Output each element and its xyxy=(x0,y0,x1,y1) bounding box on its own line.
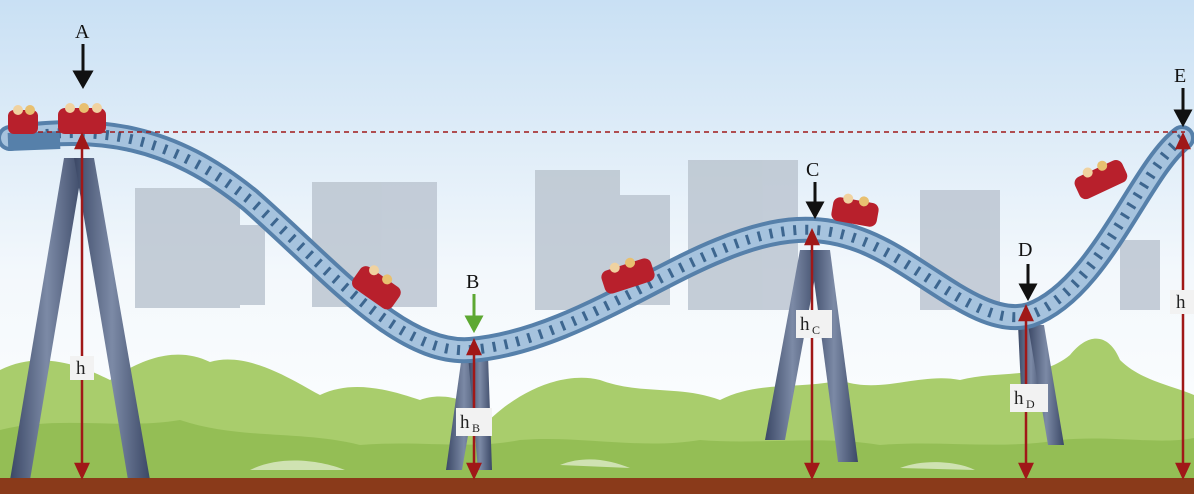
point-label-d: D xyxy=(1018,239,1032,261)
svg-text:h: h xyxy=(1176,292,1186,313)
svg-text:h: h xyxy=(800,314,810,335)
svg-text:B: B xyxy=(472,421,480,435)
svg-text:h: h xyxy=(1014,388,1024,409)
car-a xyxy=(58,103,106,134)
height-label-hd: h D xyxy=(1010,384,1048,412)
svg-text:C: C xyxy=(812,323,820,337)
svg-text:h: h xyxy=(76,358,86,379)
point-label-b: B xyxy=(466,271,479,293)
svg-text:D: D xyxy=(1026,397,1035,411)
height-label-h-left: h xyxy=(70,356,94,380)
height-label-hb: h B xyxy=(456,408,492,436)
point-label-a: A xyxy=(75,21,90,43)
point-label-c: C xyxy=(806,159,819,181)
ground xyxy=(0,478,1194,494)
point-label-e: E xyxy=(1174,65,1186,87)
height-label-h-right: h xyxy=(1170,290,1194,314)
svg-text:h: h xyxy=(460,412,470,433)
height-label-hc: h C xyxy=(796,310,832,338)
